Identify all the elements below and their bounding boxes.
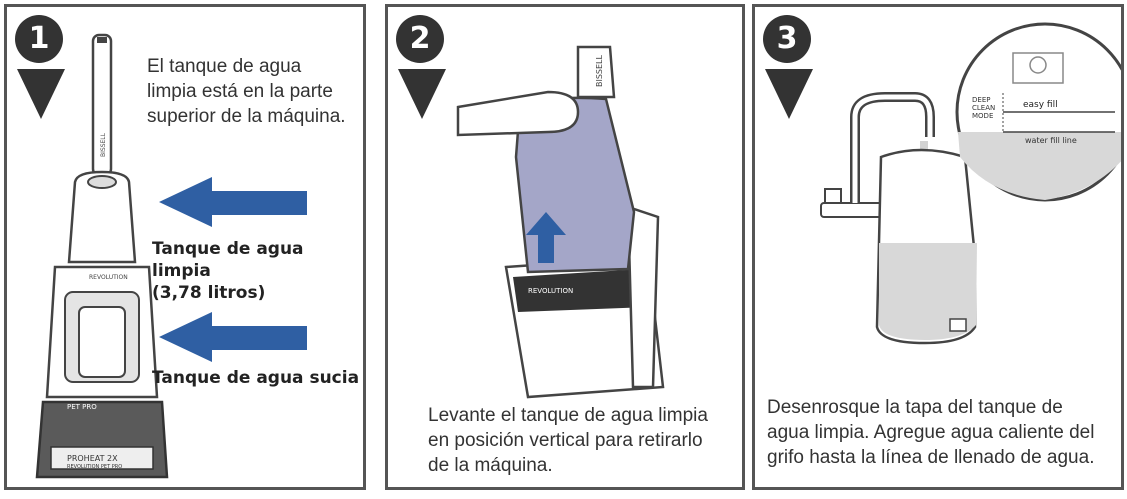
handle-brand-label: BISSELL [595, 54, 604, 87]
mode-label-line2: CLEAN [972, 104, 995, 112]
dirty-tank-label: Tanque de agua sucia [152, 368, 360, 388]
water-fill-line-label: water fill line [1025, 136, 1077, 145]
vacuum-cleaner-illustration: REVOLUTION PET PRO PROHEAT 2X REVOLUTION… [35, 33, 307, 479]
tank-filling-illustration: DEEP CLEAN MODE easy fill water fill lin… [820, 22, 1121, 345]
step-number-badge: 2 [396, 15, 444, 63]
clean-tank-label: Tanque de agua limpia (3,78 litros) [152, 239, 304, 303]
mode-label-line3: MODE [972, 112, 993, 120]
step-1-description: El tanque de agua limpia está en la part… [147, 56, 346, 127]
step-2-description: Levante el tanque de agua limpia en posi… [428, 405, 708, 476]
step-pointer-icon [17, 69, 65, 119]
step-3-panel: 3 DEEP CLEAN MODE easy fill water fill l… [752, 4, 1124, 490]
easy-fill-label: easy fill [1023, 100, 1058, 110]
step-number-badge: 3 [763, 15, 811, 63]
step-pointer-icon [398, 69, 446, 119]
step-number-badge: 1 [15, 15, 63, 63]
pet-pro-badge: PET PRO [67, 403, 97, 411]
brand-label: REVOLUTION [528, 287, 573, 295]
brand-label: REVOLUTION [89, 274, 128, 281]
step-2-panel: 2 BISSELL REVOLUTION Levante el tanque d… [385, 4, 745, 490]
mode-label-line1: DEEP [972, 96, 990, 104]
step-pointer-icon [765, 69, 813, 119]
model-sub-label: REVOLUTION PET PRO [67, 464, 122, 470]
step-1-panel: 1 REVOLUTION PET PRO PROHEAT 2X REVOLUTI… [4, 4, 366, 490]
tank-removal-illustration: BISSELL REVOLUTION [456, 45, 665, 399]
model-label: PROHEAT 2X [67, 454, 118, 463]
step-3-description: Desenrosque la tapa del tanque de agua l… [767, 397, 1095, 468]
handle-brand-label: BISSELL [100, 132, 107, 157]
